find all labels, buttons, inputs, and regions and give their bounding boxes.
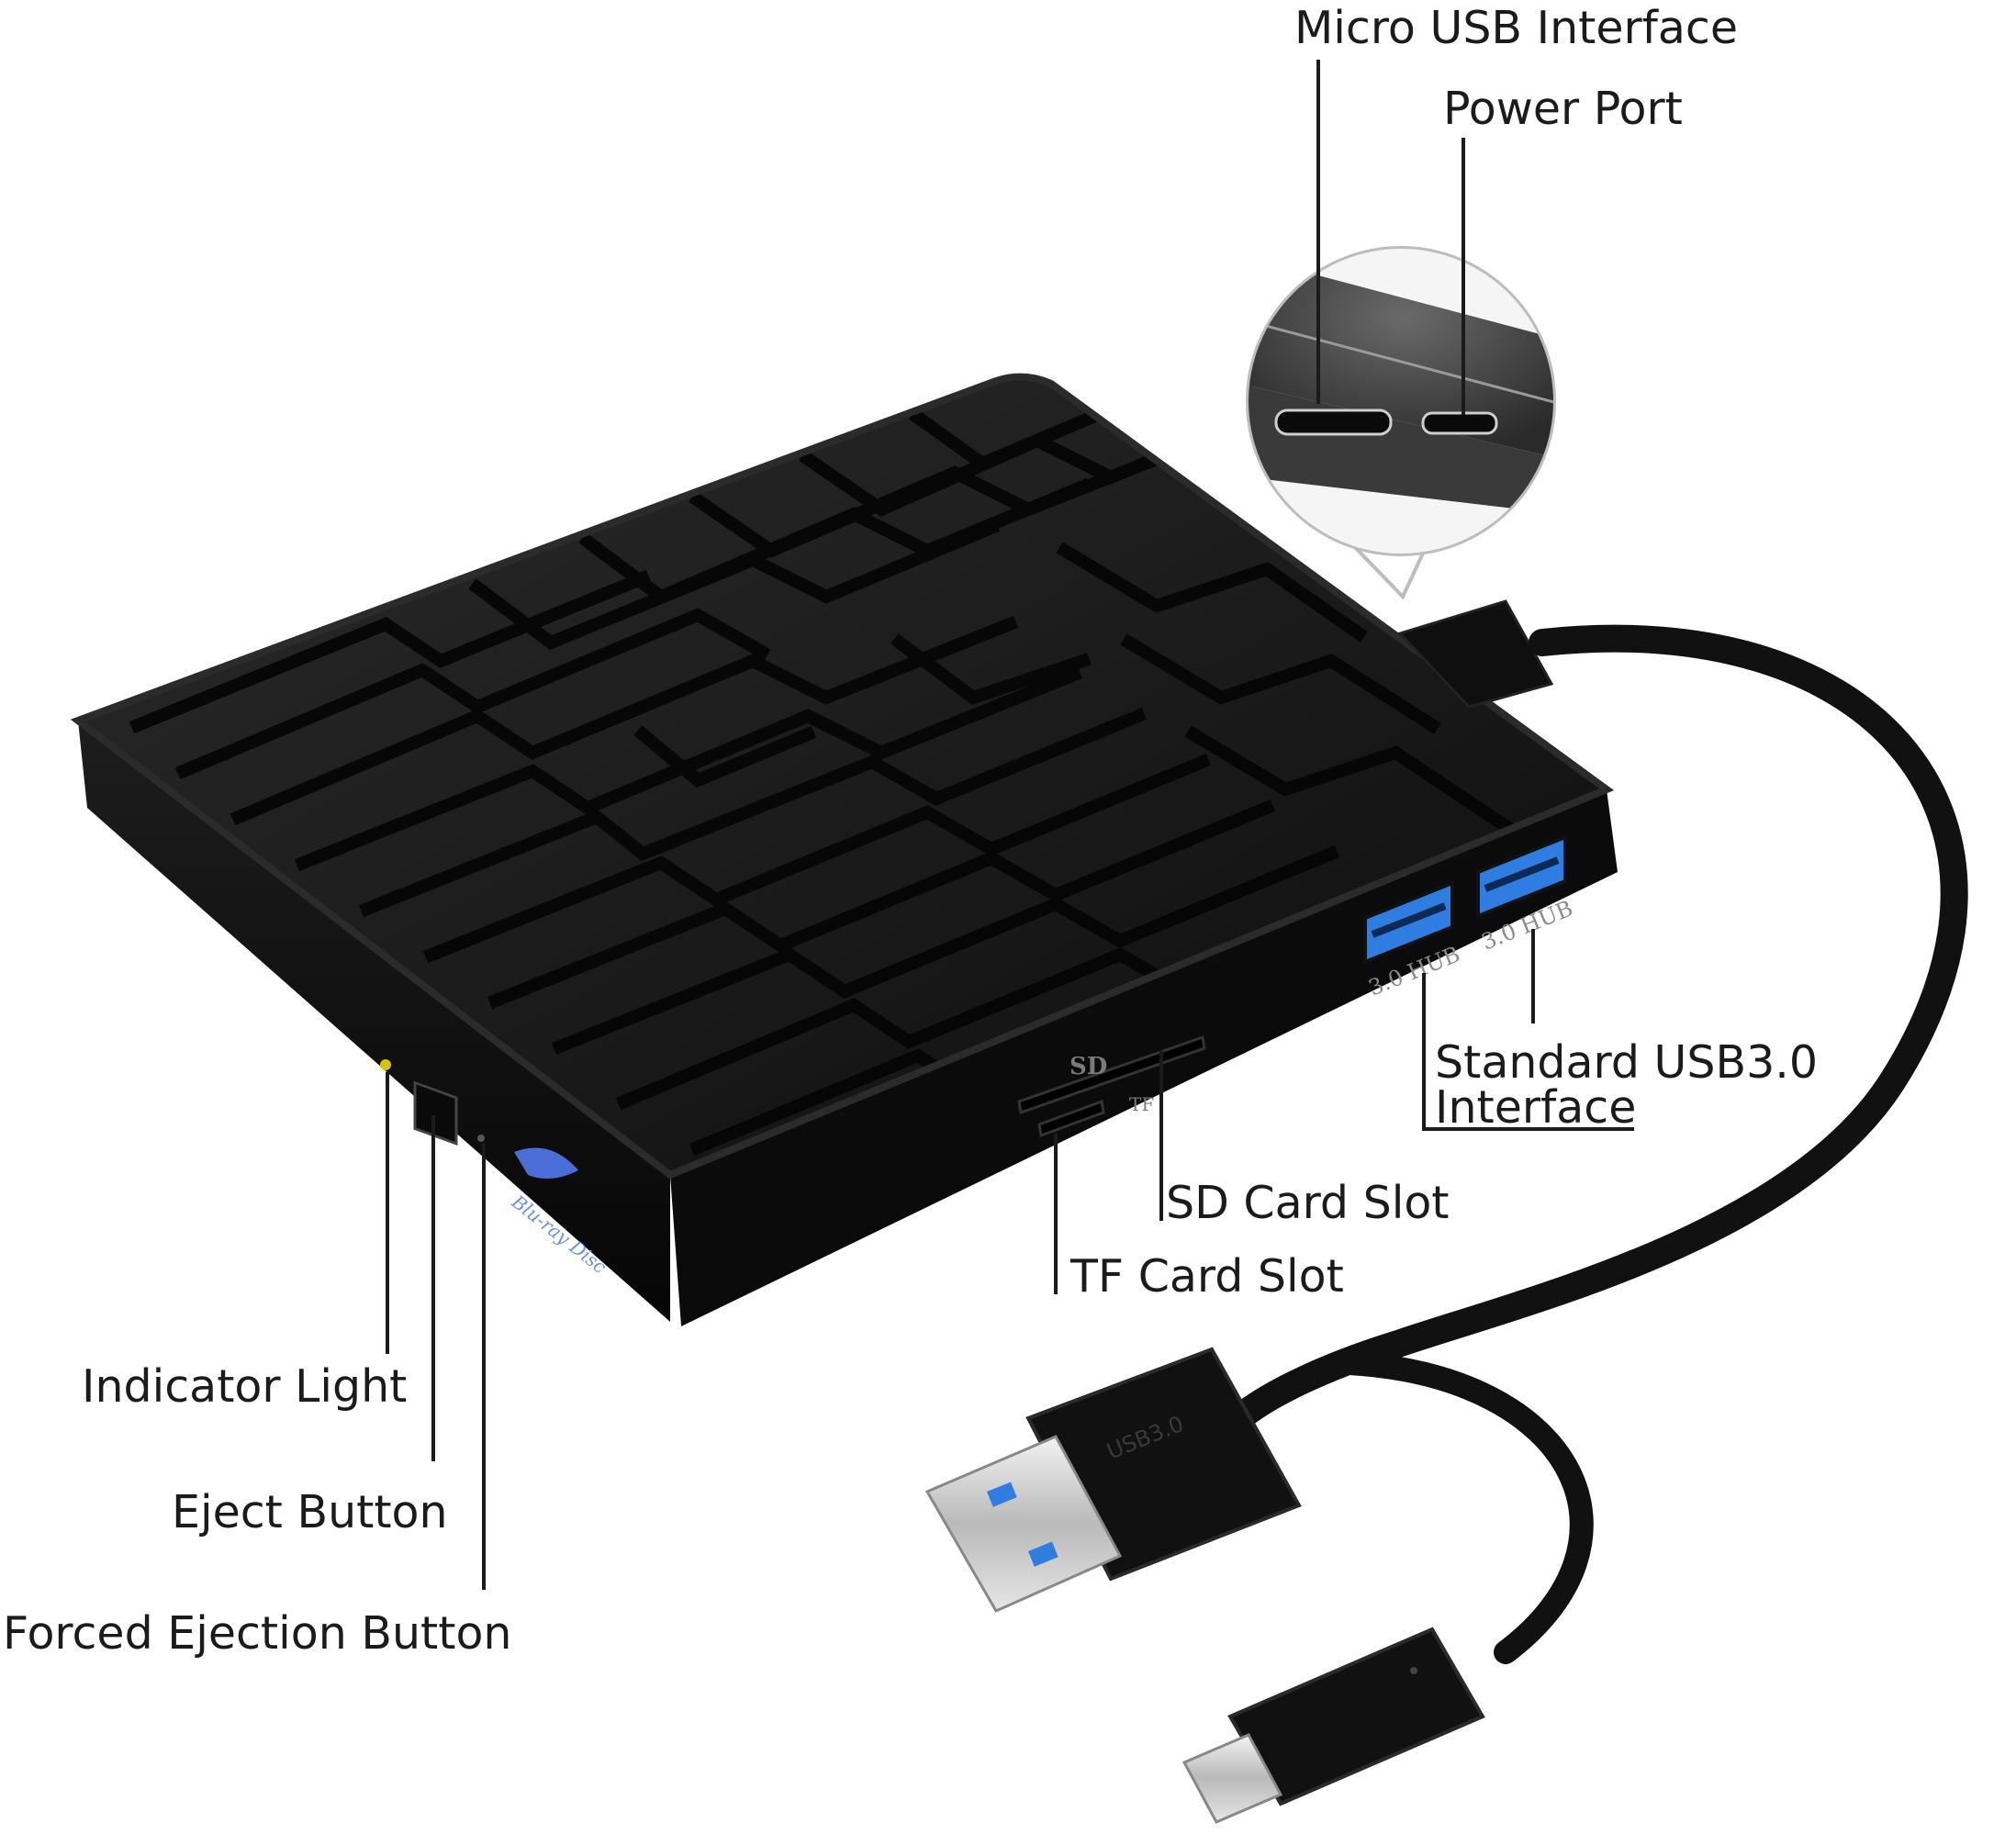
sd-print: SD (1070, 1053, 1107, 1080)
label-power-port: Power Port (1443, 83, 1683, 135)
micro-usb-socket (1274, 408, 1393, 436)
usb-c-plug (1182, 1627, 1485, 1824)
label-usb30: Standard USB3.0 Interface (1435, 1040, 1818, 1130)
cable-housing (1397, 599, 1554, 709)
cable-main (1382, 624, 1968, 1359)
label-micro-usb: Micro USB Interface (1294, 2, 1738, 54)
sd-slot (1017, 1034, 1206, 1115)
tf-slot (1037, 1099, 1105, 1138)
zoom-bubble (1246, 246, 1556, 600)
tf-print: TF (1129, 1093, 1154, 1115)
label-usb30-line1: Standard USB3.0 (1435, 1036, 1819, 1089)
forced-eject-hole (477, 1135, 485, 1142)
eject-button-shape (413, 1080, 458, 1146)
usb-a-plug: USB3.0 (924, 1347, 1302, 1613)
power-port-socket (1421, 411, 1498, 435)
usb30-port-1 (1363, 880, 1454, 965)
label-tf-slot: TF Card Slot (1070, 1250, 1344, 1303)
label-forced-ejection: Forced Ejection Button (3, 1607, 512, 1660)
label-sd-slot: SD Card Slot (1166, 1177, 1450, 1229)
drive-left-face (78, 721, 670, 1322)
cable-branch-c (1338, 1351, 1594, 1664)
label-usb30-line2: Interface (1435, 1081, 1637, 1134)
indicator-light-led (380, 1059, 391, 1070)
callout-usb30 (1422, 973, 1634, 1131)
label-indicator-light: Indicator Light (82, 1360, 408, 1413)
label-eject-button: Eject Button (172, 1486, 448, 1538)
usb30-port-2 (1476, 834, 1567, 919)
